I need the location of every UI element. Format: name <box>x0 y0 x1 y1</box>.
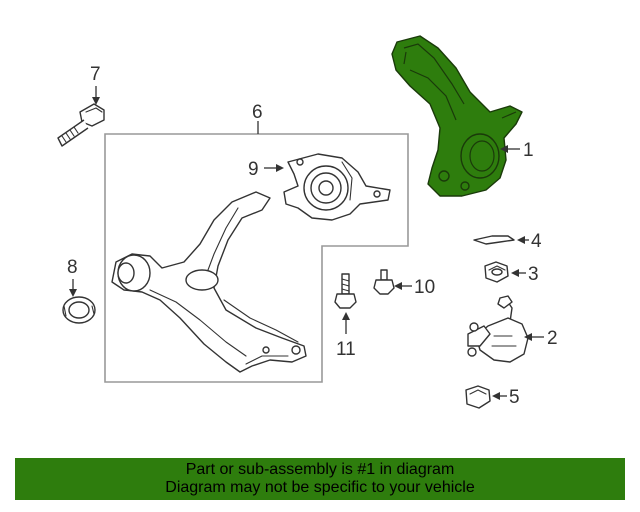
nut-part-10[interactable] <box>373 269 395 295</box>
callout-1[interactable]: 1 <box>523 140 534 161</box>
parts-diagram: 6 1 7 9 <box>57 35 558 409</box>
castle-nut-part-3[interactable] <box>484 261 509 283</box>
callout-9[interactable]: 9 <box>248 159 259 180</box>
banner-line-2: Diagram may not be specific to your vehi… <box>165 479 475 496</box>
banner-line-1: Part or sub-assembly is #1 in diagram <box>185 461 455 478</box>
info-banner: Part or sub-assembly is #1 in diagram Di… <box>15 458 625 500</box>
callout-11[interactable]: 11 <box>336 339 356 360</box>
bushing-part-9[interactable] <box>283 153 391 221</box>
seal-part-8[interactable] <box>62 296 96 324</box>
ball-joint-part-2[interactable] <box>467 295 529 363</box>
callout-7[interactable]: 7 <box>90 64 101 85</box>
cotter-pin-part-4[interactable] <box>473 235 515 245</box>
callout-8[interactable]: 8 <box>67 257 78 278</box>
bolt-part-7[interactable] <box>57 103 105 147</box>
bolt-part-11[interactable] <box>334 273 357 309</box>
callout-10[interactable]: 10 <box>414 277 435 298</box>
callout-3[interactable]: 3 <box>528 264 539 285</box>
callout-2[interactable]: 2 <box>547 328 558 349</box>
callout-6[interactable]: 6 <box>252 102 263 123</box>
nut-part-5[interactable] <box>465 385 491 409</box>
callout-4[interactable]: 4 <box>531 231 542 252</box>
control-arm-part-6[interactable] <box>111 191 307 373</box>
steering-knuckle-part-1[interactable] <box>391 35 523 197</box>
callout-5[interactable]: 5 <box>509 387 520 408</box>
assembly-box-6 <box>104 133 409 383</box>
